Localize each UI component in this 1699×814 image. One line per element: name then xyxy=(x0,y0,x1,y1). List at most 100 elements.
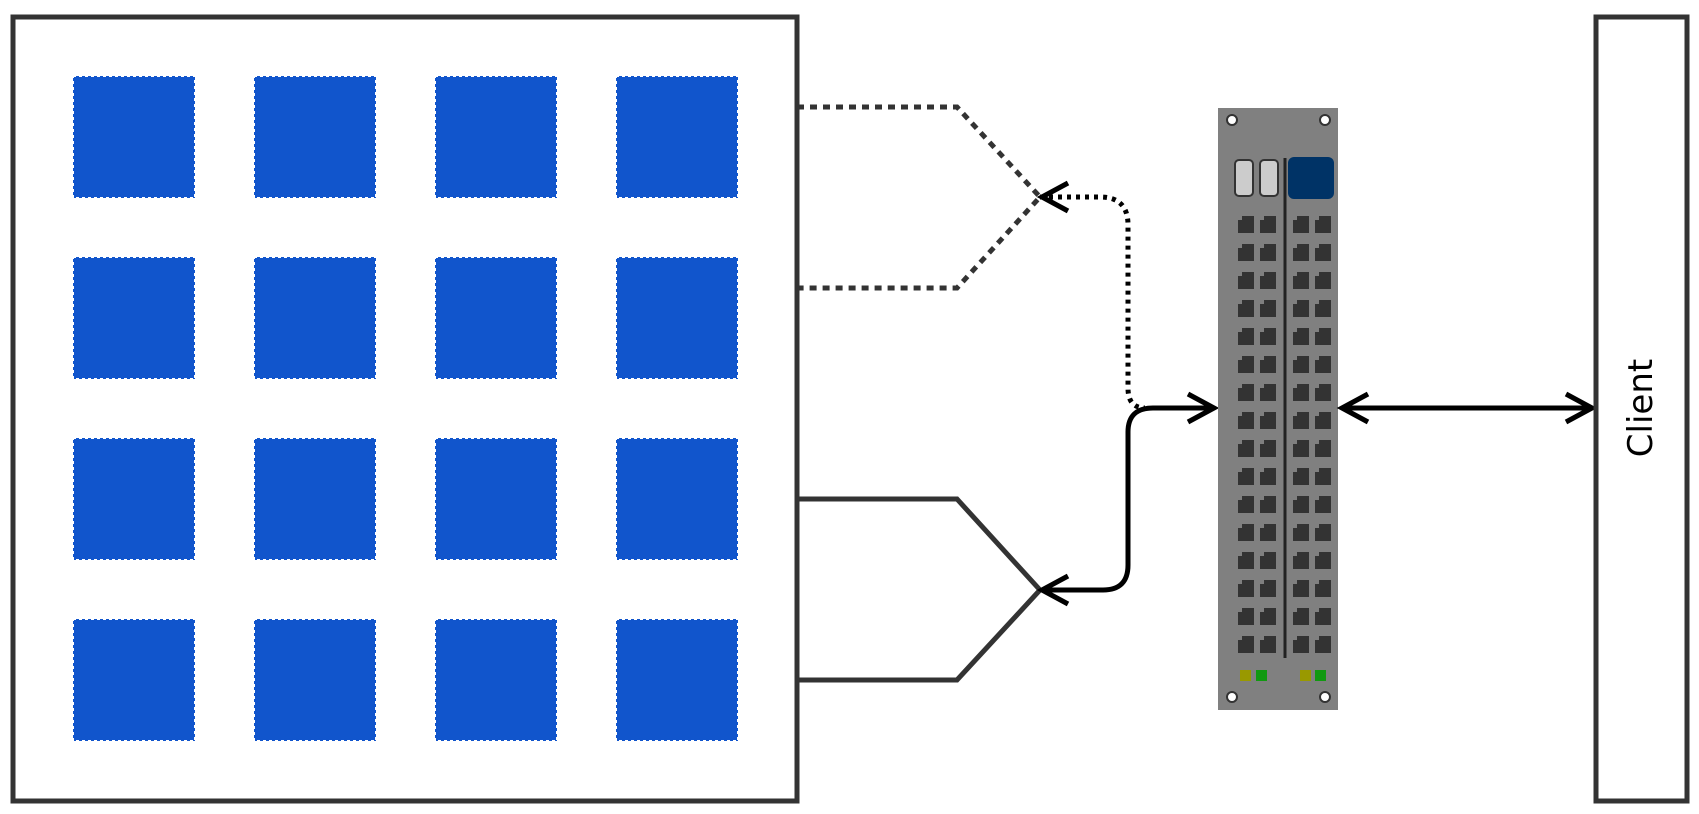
switch-port xyxy=(1315,384,1331,401)
switch-port xyxy=(1260,524,1276,541)
arrowhead-lower-bracket xyxy=(1036,573,1070,607)
switch-screw-tl xyxy=(1226,114,1238,126)
storage-tile-grid xyxy=(72,75,739,742)
switch-port xyxy=(1293,356,1309,373)
storage-tile xyxy=(72,618,196,742)
storage-tile xyxy=(253,75,377,199)
switch-port xyxy=(1293,496,1309,513)
switch-port xyxy=(1315,524,1331,541)
arrowhead-switch-right xyxy=(1336,391,1370,425)
storage-tile xyxy=(253,618,377,742)
storage-tile xyxy=(434,256,558,380)
dashed-bracket-upper xyxy=(797,104,1044,291)
switch-port xyxy=(1293,552,1309,569)
client-label: Client xyxy=(1621,359,1661,457)
switch-port xyxy=(1238,328,1254,345)
switch-port xyxy=(1315,300,1331,317)
switch-port xyxy=(1238,244,1254,261)
switch-port xyxy=(1260,580,1276,597)
solid-bracket-lower xyxy=(797,496,1044,683)
solid-link-lower xyxy=(1042,405,1212,593)
switch-port xyxy=(1293,384,1309,401)
switch-port xyxy=(1293,216,1309,233)
switch-port xyxy=(1293,580,1309,597)
switch-port xyxy=(1238,524,1254,541)
switch-port xyxy=(1315,580,1331,597)
switch-port xyxy=(1315,636,1331,653)
switch-port xyxy=(1315,356,1331,373)
switch-port-array xyxy=(1238,216,1331,653)
switch-port xyxy=(1315,328,1331,345)
client-box xyxy=(1593,14,1690,804)
storage-tile xyxy=(72,437,196,561)
switch-port xyxy=(1260,440,1276,457)
switch-port xyxy=(1260,244,1276,261)
switch-port xyxy=(1260,216,1276,233)
arrowhead-upper-bracket xyxy=(1036,180,1070,214)
network-switch xyxy=(1218,108,1338,710)
switch-port xyxy=(1315,552,1331,569)
switch-port xyxy=(1315,272,1331,289)
led-green-left xyxy=(1256,670,1267,681)
switch-port xyxy=(1293,244,1309,261)
switch-port xyxy=(1293,468,1309,485)
storage-tile xyxy=(434,618,558,742)
dotted-link-upper xyxy=(1040,194,1146,411)
switch-port xyxy=(1293,328,1309,345)
storage-tile xyxy=(434,75,558,199)
switch-port xyxy=(1238,356,1254,373)
switch-port xyxy=(1238,552,1254,569)
led-yellow-left xyxy=(1240,670,1251,681)
switch-port xyxy=(1293,300,1309,317)
switch-port xyxy=(1315,440,1331,457)
switch-port xyxy=(1260,608,1276,625)
switch-screw-br xyxy=(1319,691,1331,703)
switch-port xyxy=(1315,412,1331,429)
switch-port xyxy=(1260,356,1276,373)
switch-button-2 xyxy=(1259,159,1279,197)
switch-port xyxy=(1238,300,1254,317)
switch-port xyxy=(1293,440,1309,457)
storage-tile xyxy=(615,75,739,199)
led-green-right xyxy=(1315,670,1326,681)
switch-port xyxy=(1293,608,1309,625)
switch-port xyxy=(1260,272,1276,289)
led-yellow-right xyxy=(1300,670,1311,681)
switch-display xyxy=(1288,157,1334,199)
switch-port xyxy=(1315,496,1331,513)
switch-port xyxy=(1260,496,1276,513)
switch-port xyxy=(1315,216,1331,233)
arrowhead-switch-left xyxy=(1186,391,1220,425)
storage-tile xyxy=(434,437,558,561)
switch-screw-bl xyxy=(1226,691,1238,703)
switch-port xyxy=(1293,524,1309,541)
storage-tile xyxy=(615,256,739,380)
switch-port xyxy=(1238,496,1254,513)
arrowhead-client xyxy=(1564,391,1598,425)
storage-tile xyxy=(253,256,377,380)
switch-port xyxy=(1238,636,1254,653)
storage-tile xyxy=(72,75,196,199)
switch-screw-tr xyxy=(1319,114,1331,126)
switch-port xyxy=(1293,272,1309,289)
switch-port xyxy=(1260,328,1276,345)
switch-body xyxy=(1218,108,1338,710)
switch-port xyxy=(1260,636,1276,653)
storage-tile xyxy=(615,618,739,742)
storage-tile xyxy=(615,437,739,561)
switch-button-1 xyxy=(1234,159,1254,197)
switch-port xyxy=(1238,608,1254,625)
storage-tile xyxy=(72,256,196,380)
switch-port xyxy=(1260,384,1276,401)
switch-port xyxy=(1238,272,1254,289)
switch-port xyxy=(1260,468,1276,485)
switch-port xyxy=(1238,216,1254,233)
switch-port xyxy=(1238,440,1254,457)
switch-port xyxy=(1293,636,1309,653)
switch-port xyxy=(1238,412,1254,429)
switch-port xyxy=(1315,468,1331,485)
switch-port xyxy=(1293,412,1309,429)
switch-port xyxy=(1260,300,1276,317)
switch-port xyxy=(1238,468,1254,485)
